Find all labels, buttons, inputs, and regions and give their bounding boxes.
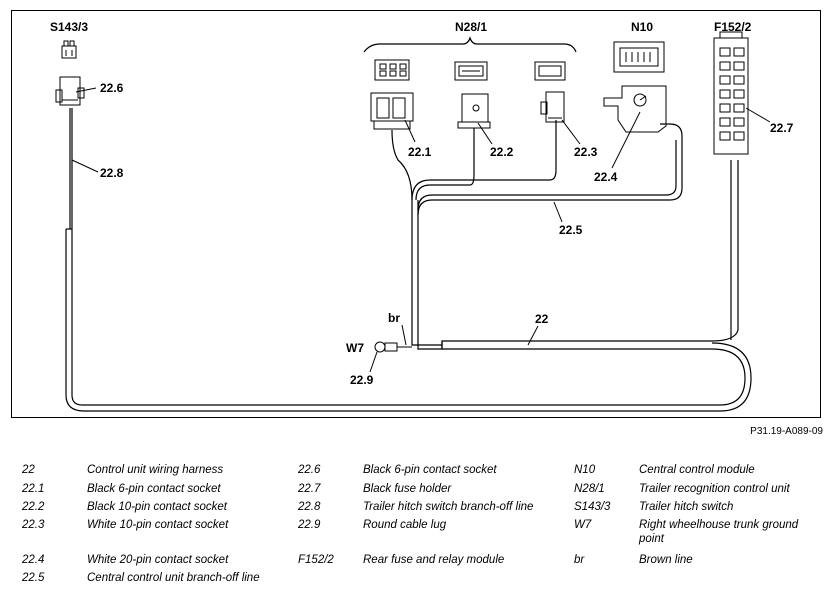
legend-code: 22.4 [22,554,45,566]
diagram-frame [11,10,821,418]
legend-text: White 10-pin contact socket [87,519,229,531]
legend-text: Rear fuse and relay module [363,554,505,566]
legend-text: Brown line [639,554,693,566]
legend-code: 22.3 [22,519,45,531]
legend-text: Trailer hitch switch [639,501,734,513]
legend-text: Black 10-pin contact socket [87,501,227,513]
label-br: br [388,311,400,325]
socket-22-2-icon [457,93,491,129]
s143-3-top-connector-icon [61,40,77,59]
legend-code: 22.2 [22,501,45,513]
label-22-5: 22.5 [559,223,583,237]
legend-code: br [574,554,585,566]
label-22-8: 22.8 [100,166,124,180]
legend-text: Trailer hitch switch branch-off line [363,501,534,513]
socket-22-1-icon [370,92,414,130]
legend-code: 22.8 [298,501,321,513]
legend-code: W7 [574,519,592,531]
w7-cable-lug-icon [374,341,412,353]
legend-code: F152/2 [298,554,334,566]
f152-2-fuse-holder-icon [713,31,749,155]
n28-1-connector-1-icon [374,59,410,81]
label-22-4: 22.4 [594,170,618,184]
label-22-2: 22.2 [490,145,514,159]
legend-code: 22 [22,464,35,476]
legend-code: N28/1 [574,483,605,495]
label-22-3: 22.3 [574,145,598,159]
legend-text: Black 6-pin contact socket [87,483,221,495]
label-n10: N10 [631,20,653,34]
figure-id: P31.19-A089-09 [750,426,823,437]
harness-cable [65,160,752,412]
legend-text: Control unit wiring harness [87,464,224,476]
legend-text: Central control module [639,464,755,476]
n28-1-connector-3-icon [534,61,566,81]
wiring-diagram: S143/3 N28/1 N10 F152/2 22.6 22.8 22.1 2… [50,20,794,412]
label-22-6: 22.6 [100,81,124,95]
central-branch-lines [391,120,683,350]
label-22-9: 22.9 [350,373,374,387]
legend-text: Black 6-pin contact socket [363,464,497,476]
socket-22-3-icon [540,91,565,123]
leader-lines [71,87,771,373]
label-n28-1: N28/1 [455,20,487,34]
n28-1-connector-2-icon [454,61,488,81]
label-22: 22 [535,312,549,326]
legend-code: N10 [574,464,596,476]
legend-code: 22.1 [22,483,45,495]
legend-text: Trailer recognition control unit [639,483,790,495]
label-22-7: 22.7 [770,121,794,135]
legend-text: Right wheelhouse trunk ground point [639,519,799,545]
legend-code: S143/3 [574,501,611,513]
label-w7: W7 [346,341,364,355]
legend-code: 22.7 [298,483,321,495]
legend-text: Central control unit branch-off line [87,572,260,584]
legend-text: White 20-pin contact socket [87,554,229,566]
legend-code: 22.9 [298,519,321,531]
label-22-1: 22.1 [408,145,432,159]
label-f152-2: F152/2 [714,20,752,34]
legend-text: Black fuse holder [363,483,452,495]
label-s143-3: S143/3 [50,20,88,34]
legend-text: Round cable lug [363,519,447,531]
trailer-hitch-branch-line [69,108,73,229]
n10-module-icon [613,41,665,73]
legend-code: 22.6 [298,464,321,476]
legend-code: 22.5 [22,572,45,584]
n28-1-bracket [363,36,577,53]
socket-22-4-icon [603,85,667,133]
